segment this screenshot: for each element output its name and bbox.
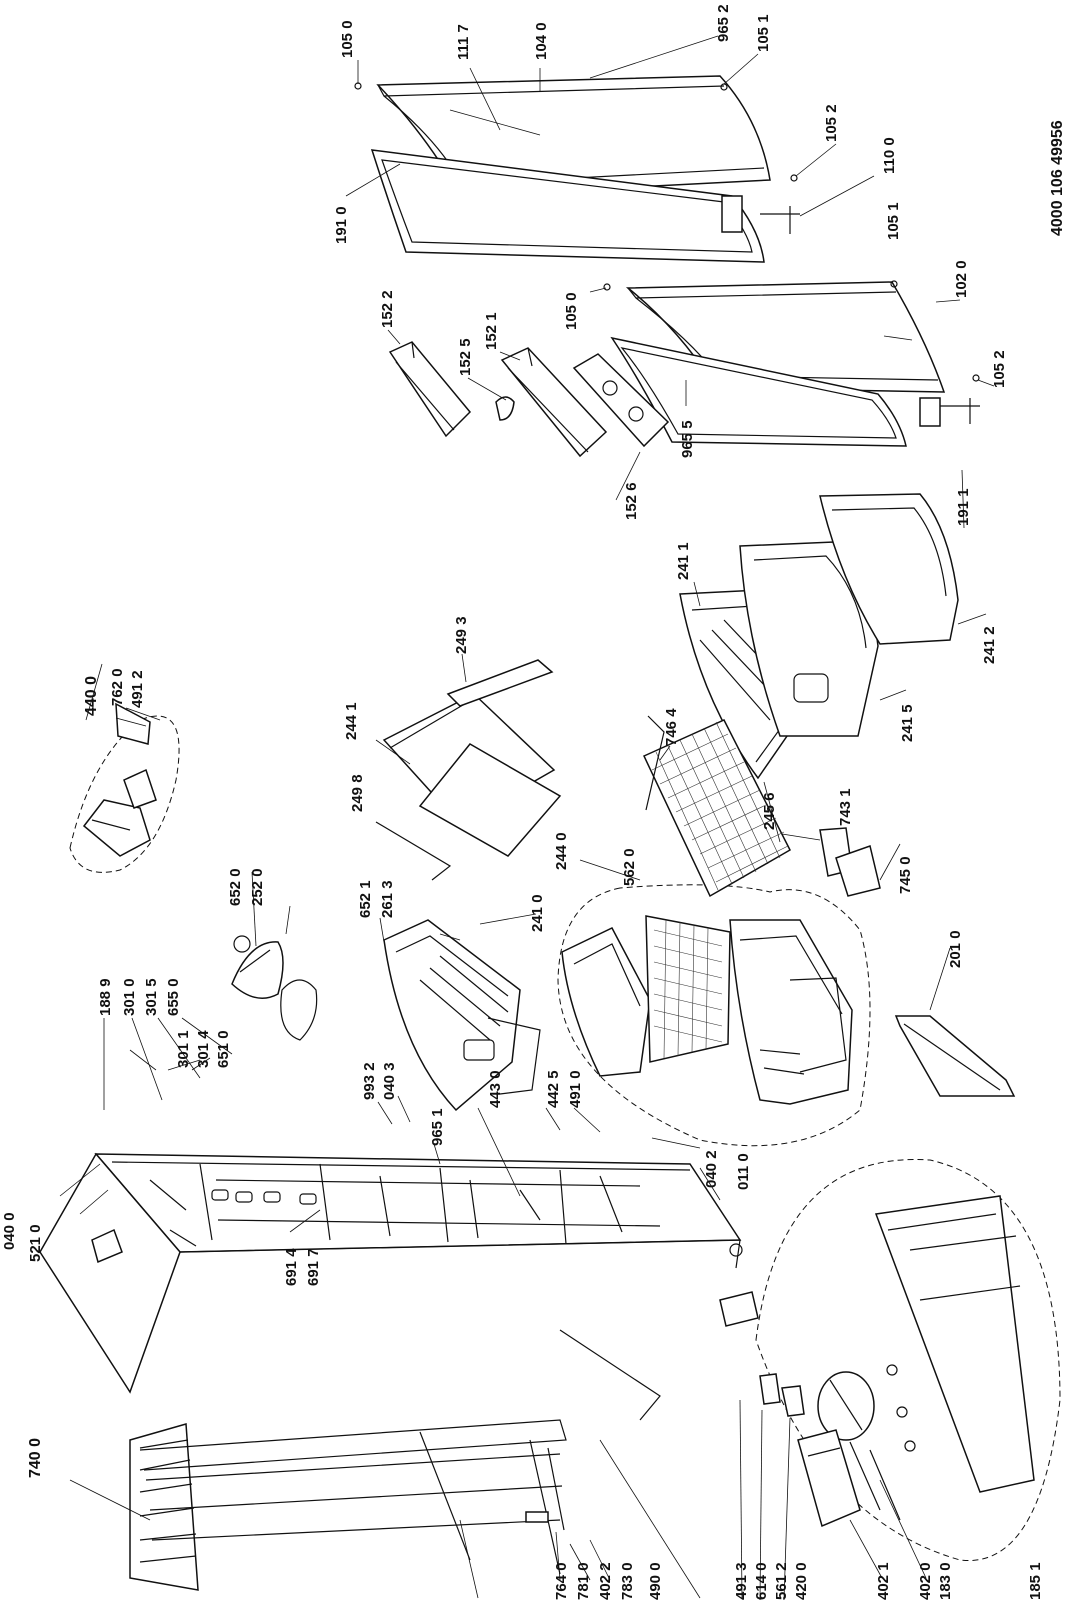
part-label: 402 1 <box>875 1562 892 1600</box>
part-label: 743 1 <box>837 788 854 826</box>
part-label: 781 0 <box>575 1562 592 1600</box>
part-label: 244 1 <box>343 702 360 740</box>
part-label: 762 0 <box>109 668 126 706</box>
part-label: 105 0 <box>339 20 356 58</box>
part-label: 188 9 <box>97 978 114 1016</box>
part-label: 691 4 <box>283 1248 300 1286</box>
part-label: 655 0 <box>165 978 182 1016</box>
part-label: 301 4 <box>195 1030 212 1068</box>
part-label: 746 4 <box>663 708 680 746</box>
part-label: 651 0 <box>215 1030 232 1068</box>
lower-door-assembly <box>603 280 980 447</box>
part-label: 993 2 <box>361 1062 378 1100</box>
part-label: 040 0 <box>1 1212 18 1250</box>
part-label: 244 0 <box>553 832 570 870</box>
duct-parts <box>819 827 1016 1097</box>
part-label: 040 2 <box>703 1150 720 1188</box>
part-label: 011 0 <box>735 1153 752 1190</box>
door-balconies <box>388 341 670 458</box>
part-label: 261 3 <box>379 880 396 918</box>
condenser <box>129 1419 567 1591</box>
part-label: 241 0 <box>529 894 546 932</box>
part-label: 301 1 <box>175 1030 192 1068</box>
part-label: 252 0 <box>249 868 266 906</box>
part-label: 152 5 <box>457 338 474 376</box>
part-label: 301 5 <box>143 978 160 1016</box>
part-label: 521 0 <box>27 1224 44 1262</box>
part-label: 245 6 <box>761 792 778 830</box>
part-label: 402 2 <box>597 1562 614 1600</box>
part-label: 104 0 <box>533 22 550 60</box>
part-label: 491 3 <box>733 1562 750 1600</box>
part-label: 185 1 <box>1027 1562 1044 1600</box>
part-label: 965 1 <box>429 1108 446 1146</box>
part-label: 191 1 <box>955 488 972 526</box>
part-label: 183 0 <box>937 1562 954 1600</box>
part-label: 105 1 <box>885 202 902 240</box>
light-and-control <box>69 702 318 1041</box>
part-label: 561 2 <box>773 1562 790 1600</box>
part-number-labels: 105 0 111 7 104 0 965 2 105 1 105 2 110 … <box>1 4 1044 1600</box>
part-label: 040 3 <box>381 1062 398 1100</box>
part-label: 241 1 <box>675 542 692 580</box>
evaporator-plate <box>642 715 791 898</box>
part-label: 562 0 <box>621 848 638 886</box>
upper-door-assembly <box>354 75 800 263</box>
compressor-group <box>559 1159 1061 1562</box>
part-label: 301 0 <box>121 978 138 1016</box>
part-label: 652 0 <box>227 868 244 906</box>
part-label: 249 8 <box>349 774 366 812</box>
part-label: 110 0 <box>881 137 898 174</box>
part-label: 201 0 <box>947 930 964 968</box>
part-label: 152 1 <box>483 312 500 350</box>
part-label: 102 0 <box>953 260 970 298</box>
part-label: 440 0 <box>83 676 100 716</box>
part-label: 614 0 <box>753 1562 770 1600</box>
part-label: 965 5 <box>679 420 696 458</box>
part-label: 105 2 <box>991 350 1008 388</box>
part-label: 490 0 <box>647 1562 664 1600</box>
freezer-drawers <box>679 493 959 780</box>
part-label: 111 7 <box>455 24 472 60</box>
part-label: 783 0 <box>619 1562 636 1600</box>
part-label: 652 1 <box>357 880 374 918</box>
part-label: 420 0 <box>793 1562 810 1600</box>
part-label: 691 7 <box>305 1248 322 1286</box>
part-label: 965 2 <box>715 4 732 42</box>
part-label: 740 0 <box>27 1438 44 1478</box>
part-label: 241 5 <box>899 704 916 742</box>
part-label: 491 0 <box>567 1070 584 1108</box>
part-label: 152 6 <box>623 482 640 520</box>
document-code: 4000 106 49956 <box>1049 120 1066 236</box>
glass-shelves <box>375 659 562 881</box>
part-label: 402 0 <box>917 1562 934 1600</box>
leader-lines <box>59 35 995 1601</box>
part-label: 442 5 <box>545 1070 562 1108</box>
crisper-drawer <box>383 919 541 1112</box>
part-label: 443 0 <box>487 1070 504 1108</box>
cabinet-body <box>39 1152 743 1394</box>
part-label: 191 0 <box>333 206 350 244</box>
part-label: 491 2 <box>129 670 146 708</box>
evaporator-group <box>557 884 871 1147</box>
part-label: 105 2 <box>823 104 840 142</box>
part-label: 241 2 <box>981 626 998 664</box>
part-label: 745 0 <box>897 856 914 894</box>
part-label: 152 2 <box>379 290 396 328</box>
part-label: 764 0 <box>553 1562 570 1600</box>
part-label: 105 1 <box>755 14 772 52</box>
part-label: 105 0 <box>563 292 580 330</box>
part-label: 249 3 <box>453 616 470 654</box>
